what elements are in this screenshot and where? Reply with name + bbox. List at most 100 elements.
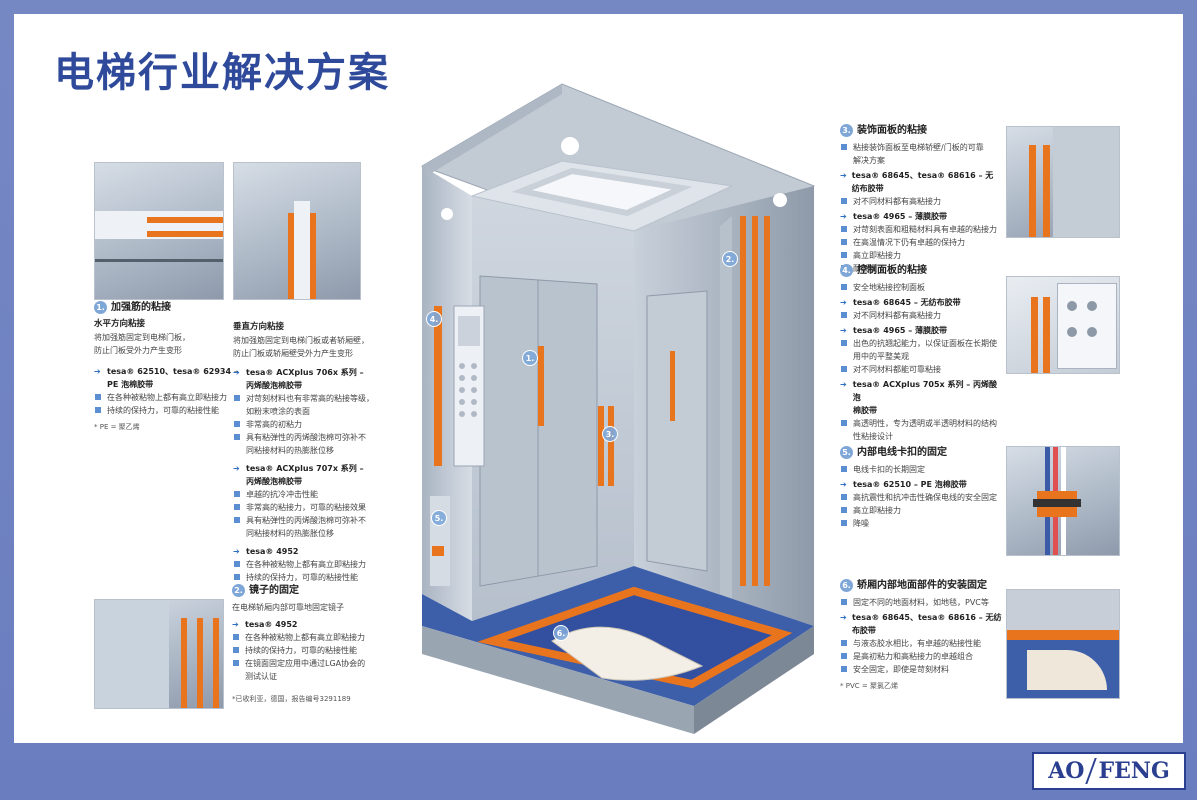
cabin-label-1: 1. bbox=[522, 350, 538, 366]
section-2: 2. 镜子的固定 在电梯轿厢内部可靠地固定镜子 ➔tesa® 4952 在各种被… bbox=[232, 584, 402, 706]
square-bullet-icon bbox=[841, 494, 847, 500]
square-bullet-icon bbox=[233, 634, 239, 640]
section-title: 控制面板的粘接 bbox=[857, 265, 927, 276]
section-title: 镜子的固定 bbox=[249, 585, 299, 596]
bullet-item: 固定不同的地面材料，如地毯，PVC等 bbox=[840, 596, 1005, 609]
elevator-cabin-illustration bbox=[420, 83, 816, 734]
bullet-item: 非常高的初粘力 bbox=[233, 418, 393, 431]
section-1-right: 垂直方向粘接 将加强筋固定到电梯门板或者轿厢壁， 防止门板或轿厢壁受外力产生变形… bbox=[233, 319, 393, 584]
square-bullet-icon bbox=[841, 340, 847, 346]
square-bullet-icon bbox=[841, 507, 847, 513]
square-bullet-icon bbox=[841, 252, 847, 258]
photo-vertical-bond bbox=[233, 162, 361, 300]
bullet-item: 在各种被粘物上都有高立即粘接力 bbox=[233, 558, 393, 571]
bullet-item: 在高温情况下仍有卓越的保持力 bbox=[840, 236, 1000, 249]
bullet-item: 用中的平整美观 bbox=[853, 352, 909, 361]
product-line: ➔tesa® ACXplus 706x 系列 – bbox=[233, 368, 364, 377]
square-bullet-icon bbox=[841, 640, 847, 646]
arrow-right-icon: ➔ bbox=[840, 480, 847, 489]
bullet-item: 持续的保持力，可靠的粘接性能 bbox=[233, 571, 393, 584]
bullet-item: 对不同材料都有高粘接力 bbox=[840, 195, 1000, 208]
bullet-item: 同粘接材料的热膨胀位移 bbox=[246, 446, 334, 455]
bullet-item: 与液态胶水相比，有卓越的粘接性能 bbox=[840, 637, 1005, 650]
product-line: ➔tesa® ACXplus 707x 系列 – bbox=[233, 464, 364, 473]
bullet-item: 测试认证 bbox=[245, 672, 277, 681]
cabin-label-6: 6. bbox=[553, 625, 569, 641]
section-title: 内部电线卡扣的固定 bbox=[857, 447, 947, 458]
square-bullet-icon bbox=[234, 434, 240, 440]
square-bullet-icon bbox=[841, 312, 847, 318]
bullet-item: 电线卡扣的长期固定 bbox=[840, 463, 1000, 476]
square-bullet-icon bbox=[841, 144, 847, 150]
section-number: 5. bbox=[840, 446, 853, 459]
bullet-item: 持续的保持力，可靠的粘接性能 bbox=[232, 644, 402, 657]
bullet-item: 粘接装饰面板至电梯轿壁/门板的可靠 bbox=[840, 141, 1000, 154]
arrow-right-icon: ➔ bbox=[840, 613, 847, 622]
square-bullet-icon bbox=[841, 666, 847, 672]
square-bullet-icon bbox=[841, 599, 847, 605]
bullet-item: 安全地粘接控制面板 bbox=[840, 281, 1000, 294]
product-line: ➔tesa® 68645、tesa® 68616 – 无纺布胶带 bbox=[840, 171, 994, 193]
section-5: 5. 内部电线卡扣的固定 电线卡扣的长期固定 ➔tesa® 62510 – PE… bbox=[840, 446, 1000, 530]
arrow-right-icon: ➔ bbox=[840, 380, 847, 389]
square-bullet-icon bbox=[233, 660, 239, 666]
square-bullet-icon bbox=[841, 420, 847, 426]
product-line: 丙烯酸泡棉胶带 bbox=[246, 477, 302, 486]
footnote: * PE = 聚乙烯 bbox=[94, 423, 140, 431]
sub-title: 水平方向粘接 bbox=[94, 319, 146, 329]
bullet-item: 安全固定，即使是苛刻材料 bbox=[840, 663, 1005, 676]
section-number: 4. bbox=[840, 264, 853, 277]
desc-line: 防止门板或轿厢壁受外力产生变形 bbox=[233, 349, 353, 358]
square-bullet-icon bbox=[234, 561, 240, 567]
square-bullet-icon bbox=[95, 394, 101, 400]
product-line: ➔tesa® 4952 bbox=[233, 547, 299, 556]
bullet-item: 在镜面固定应用中通过LGA协会的 bbox=[232, 657, 402, 670]
bullet-item: 是高初粘力和高粘接力的卓越组合 bbox=[840, 650, 1005, 663]
product-line: ➔tesa® 4965 – 薄膜胶带 bbox=[840, 212, 948, 221]
arrow-right-icon: ➔ bbox=[840, 298, 847, 307]
bullet-item: 对苛刻表面和粗糙材料具有卓越的粘接力 bbox=[840, 223, 1000, 236]
photo-mirror bbox=[94, 599, 224, 709]
logo-separator bbox=[1085, 758, 1098, 784]
cabin-label-4: 4. bbox=[426, 311, 442, 327]
section-6: 6. 轿厢内部地面部件的安装固定 固定不同的地面材料，如地毯，PVC等 ➔tes… bbox=[840, 579, 1005, 693]
desc-line: 防止门板受外力产生变形 bbox=[94, 346, 182, 355]
square-bullet-icon bbox=[841, 366, 847, 372]
photo-decor-panel bbox=[1006, 126, 1120, 238]
arrow-right-icon: ➔ bbox=[232, 620, 239, 629]
arrow-right-icon: ➔ bbox=[840, 171, 847, 180]
bullet-item: 同粘接材料的热膨胀位移 bbox=[246, 529, 334, 538]
square-bullet-icon bbox=[841, 239, 847, 245]
sub-title: 垂直方向粘接 bbox=[233, 322, 285, 332]
arrow-right-icon: ➔ bbox=[233, 547, 240, 556]
bullet-item: 在各种被粘物上都有高立即粘接力 bbox=[94, 391, 244, 404]
square-bullet-icon bbox=[841, 226, 847, 232]
product-line: ➔tesa® ACXplus 705x 系列 – 丙烯酸泡 bbox=[840, 380, 998, 402]
section-3: 3. 装饰面板的粘接 粘接装饰面板至电梯轿壁/门板的可靠 解决方案 ➔tesa®… bbox=[840, 124, 1000, 275]
bullet-item: 解决方案 bbox=[853, 156, 885, 165]
photo-wire-clip bbox=[1006, 446, 1120, 556]
cabin-label-3: 3. bbox=[602, 426, 618, 442]
bullet-item: 高透明性，专为透明或半透明材料的结构 bbox=[840, 417, 1000, 430]
arrow-right-icon: ➔ bbox=[840, 212, 847, 221]
bullet-item: 性粘接设计 bbox=[853, 432, 893, 441]
bullet-item: 如粉末喷涂的表面 bbox=[246, 407, 310, 416]
page-title: 电梯行业解决方案 bbox=[54, 50, 390, 96]
bullet-item: 具有粘弹性的丙烯酸泡棉可弥补不 bbox=[233, 514, 393, 527]
section-1-left: 1. 加强筋的粘接 水平方向粘接 将加强筋固定到电梯门板， 防止门板受外力产生变… bbox=[94, 301, 244, 434]
bullet-item: 高抗震性和抗冲击性确保电线的安全固定 bbox=[840, 491, 1000, 504]
square-bullet-icon bbox=[841, 284, 847, 290]
bullet-item: 对不同材料都能可靠粘接 bbox=[840, 363, 1000, 376]
footnote: * PVC = 聚氯乙烯 bbox=[840, 682, 898, 690]
section-number: 3. bbox=[840, 124, 853, 137]
product-line: ➔tesa® 4952 bbox=[232, 620, 298, 629]
product-line: PE 泡棉胶带 bbox=[107, 380, 154, 389]
square-bullet-icon bbox=[841, 466, 847, 472]
bullet-item: 高立即粘接力 bbox=[840, 504, 1000, 517]
bullet-item: 降噪 bbox=[840, 517, 1000, 530]
square-bullet-icon bbox=[841, 198, 847, 204]
arrow-right-icon: ➔ bbox=[840, 326, 847, 335]
bullet-item: 持续的保持力，可靠的粘接性能 bbox=[94, 404, 244, 417]
product-line: ➔tesa® 68645 – 无纺布胶带 bbox=[840, 298, 961, 307]
